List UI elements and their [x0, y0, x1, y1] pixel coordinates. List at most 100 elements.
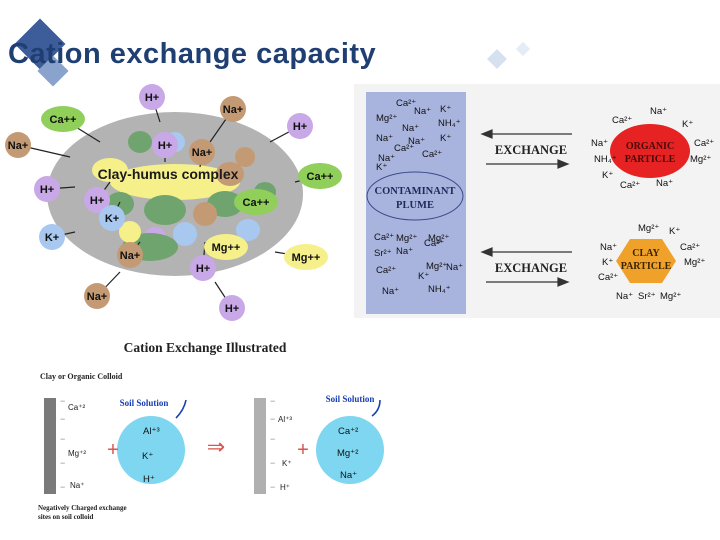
clay-ion: K⁺	[602, 257, 613, 268]
ion-bubble: K+	[99, 205, 125, 231]
particle	[128, 131, 152, 153]
ion-bubble: Na+	[117, 242, 143, 268]
complex-label: Clay-humus complex	[98, 166, 239, 182]
plume-ion: Na⁺	[414, 106, 431, 117]
svg-text:−: −	[270, 458, 275, 468]
particle	[193, 202, 217, 226]
ion-label: Ca++	[50, 114, 77, 126]
organic-ion: K⁺	[682, 119, 693, 130]
organic-label: PARTICLE	[625, 154, 676, 165]
ion-bubble: Na+	[5, 132, 31, 158]
plume-ion: NH₄⁺	[438, 118, 461, 129]
plume-ion: Sr²⁺	[374, 248, 392, 259]
ion-bubble: H+	[139, 84, 165, 110]
ion-bubble: H+	[219, 295, 245, 321]
ion-label: H+	[90, 195, 104, 207]
ion-label: Mg++	[292, 252, 321, 264]
clay-ion: Ca²⁺	[680, 242, 700, 253]
plume-ion: K⁺	[440, 133, 451, 144]
plume-ion: K⁺	[418, 271, 429, 282]
plume-ion: Mg²⁺	[396, 233, 417, 244]
ion-label: Mg++	[212, 242, 241, 254]
plume-ion: Ca²⁺	[422, 149, 442, 160]
ion-label: K+	[45, 232, 59, 244]
plume-ion: Na⁺	[376, 133, 393, 144]
exchange-label: EXCHANGE	[495, 261, 567, 275]
exchange-label: EXCHANGE	[495, 143, 567, 157]
surface-ion: Ca⁺²	[68, 403, 85, 412]
plume-ion: K⁺	[376, 162, 387, 173]
ion-bubble: Ca++	[41, 106, 85, 132]
svg-text:−: −	[60, 396, 65, 406]
plume-ion: Mg²⁺	[428, 233, 449, 244]
ion-bubble: H+	[190, 255, 216, 281]
ion-bubble: Mg++	[284, 244, 328, 270]
svg-text:−: −	[270, 434, 275, 444]
clay-ion: Sr²⁺	[638, 291, 656, 302]
plume-label: PLUME	[396, 200, 434, 211]
ion-bubble: Na+	[220, 96, 246, 122]
solution-ion: Ca⁺²	[338, 426, 358, 437]
organic-ion: Ca²⁺	[620, 180, 640, 191]
organic-ion: K⁺	[602, 170, 613, 181]
ion-label: Ca++	[243, 197, 270, 209]
page-title: Cation exchange capacity	[8, 38, 376, 71]
ion-bubble: H+	[34, 176, 60, 202]
organic-ion: Ca²⁺	[694, 138, 714, 149]
clay-ion: Mg²⁺	[660, 291, 681, 302]
surface-ion: H⁺	[280, 483, 290, 492]
organic-ion: Na⁺	[656, 178, 673, 189]
surface-ion: Al⁺³	[278, 415, 292, 424]
colloid-bar	[44, 398, 56, 494]
soil-solution-label: Soil Solution	[326, 394, 375, 404]
ion-label: H+	[293, 121, 307, 133]
particle	[144, 195, 186, 225]
svg-text:−: −	[270, 396, 275, 406]
ion-label: H+	[145, 92, 159, 104]
solution-ion: K⁺	[142, 451, 153, 462]
plume-ion: Na⁺	[446, 262, 463, 273]
ion-label: Na+	[120, 250, 141, 262]
solution-ion: Mg⁺²	[337, 448, 358, 459]
colloid-label: Clay or Organic Colloid	[40, 372, 123, 381]
ion-label: Na+	[223, 104, 244, 116]
plume-ion: NH₄⁺	[428, 284, 451, 295]
ion-label: H+	[196, 263, 210, 275]
svg-text:−: −	[270, 414, 275, 424]
svg-text:−: −	[60, 482, 65, 492]
particle	[235, 147, 255, 167]
clay-ion: K⁺	[669, 226, 680, 237]
clay-ion: Ca²⁺	[598, 272, 618, 283]
plume-ion: Mg²⁺	[376, 113, 397, 124]
organic-label: ORGANIC	[626, 141, 674, 152]
organic-ion: Mg²⁺	[690, 154, 711, 165]
corner-decoration	[487, 49, 507, 69]
svg-text:−: −	[270, 482, 275, 492]
ion-bubble: Ca++	[234, 189, 278, 215]
ion-bubble: Mg++	[204, 234, 248, 260]
ion-label: Ca++	[307, 171, 334, 183]
ion-label: H+	[225, 303, 239, 315]
ion-bubble: Na+	[84, 283, 110, 309]
ion-bubble: Ca++	[298, 163, 342, 189]
neg-charge-label: Negatively Charged exchange	[38, 504, 127, 512]
corner-decoration	[516, 42, 530, 56]
clay-ion: Mg²⁺	[638, 223, 659, 234]
clay-label: CLAY	[632, 248, 660, 259]
plume-ion: Ca²⁺	[376, 265, 396, 276]
solution-ion: Al⁺³	[143, 426, 160, 437]
clay-humus-diagram: H+Na+Ca++H+Na+H+Na+Ca++H+H+K+Ca++K+Na+Mg…	[0, 82, 360, 322]
plume-exchange-diagram: CONTAMINANT PLUME Ca²⁺Na⁺K⁺Mg²⁺Na⁺NH₄⁺Na…	[354, 84, 720, 318]
organic-ion: NH₄⁺	[594, 154, 617, 165]
illustration-title: Cation Exchange Illustrated	[124, 340, 287, 355]
plume-ion: Na⁺	[396, 246, 413, 257]
surface-ion: Mg⁺²	[68, 449, 86, 458]
ion-bubble: H+	[152, 132, 178, 158]
ion-bubble: H+	[287, 113, 313, 139]
surface-ion: K⁺	[282, 459, 292, 468]
svg-text:−: −	[60, 458, 65, 468]
plume-ion: K⁺	[440, 104, 451, 115]
plume-ion: Na⁺	[382, 286, 399, 297]
organic-ion: Na⁺	[650, 106, 667, 117]
soil-solution-label: Soil Solution	[120, 398, 169, 408]
